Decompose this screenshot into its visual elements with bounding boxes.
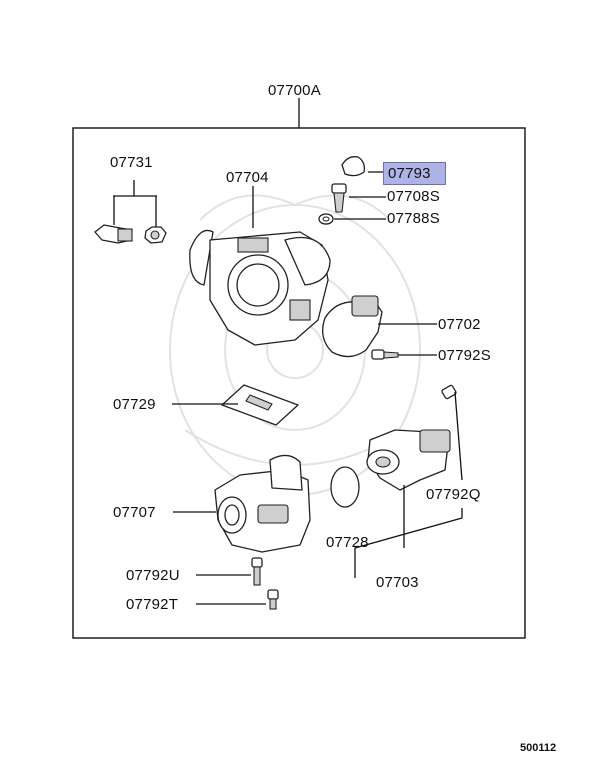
part-07708S-drawing[interactable] [331,183,386,213]
part-07792S-drawing[interactable] [371,349,437,360]
label-07702[interactable]: 07702 [438,316,481,333]
label-07703[interactable]: 07703 [376,574,419,591]
label-07792S[interactable]: 07792S [438,347,491,364]
part-07703-drawing[interactable] [354,429,463,578]
diagram-reference-code: 500112 [520,742,557,754]
part-07788S-drawing[interactable] [318,213,386,225]
part-07702-drawing[interactable] [322,295,437,358]
label-07792T[interactable]: 07792T [126,596,179,613]
label-07708S[interactable]: 07708S [387,188,440,205]
label-07731[interactable]: 07731 [110,154,153,171]
part-07793-drawing[interactable] [341,156,386,177]
label-07793-highlighted[interactable]: 07793 [383,162,446,185]
label-07707[interactable]: 07707 [113,504,156,521]
part-07704-drawing[interactable] [189,186,331,346]
label-07729[interactable]: 07729 [113,396,156,413]
part-07729-drawing[interactable] [172,384,299,426]
label-07792U[interactable]: 07792U [126,567,180,584]
label-07704[interactable]: 07704 [226,169,269,186]
part-07792T-drawing[interactable] [196,589,279,610]
label-07792Q[interactable]: 07792Q [426,486,481,503]
part-07731-drawing[interactable] [94,180,167,244]
label-07788S[interactable]: 07788S [387,210,440,227]
label-07728[interactable]: 07728 [326,534,369,551]
label-07700A: 07700A [268,82,321,99]
part-07707-drawing[interactable] [173,454,311,553]
part-07728-drawing[interactable] [330,466,360,508]
part-07792Q-drawing[interactable] [441,384,463,518]
part-07792U-drawing[interactable] [196,557,263,586]
